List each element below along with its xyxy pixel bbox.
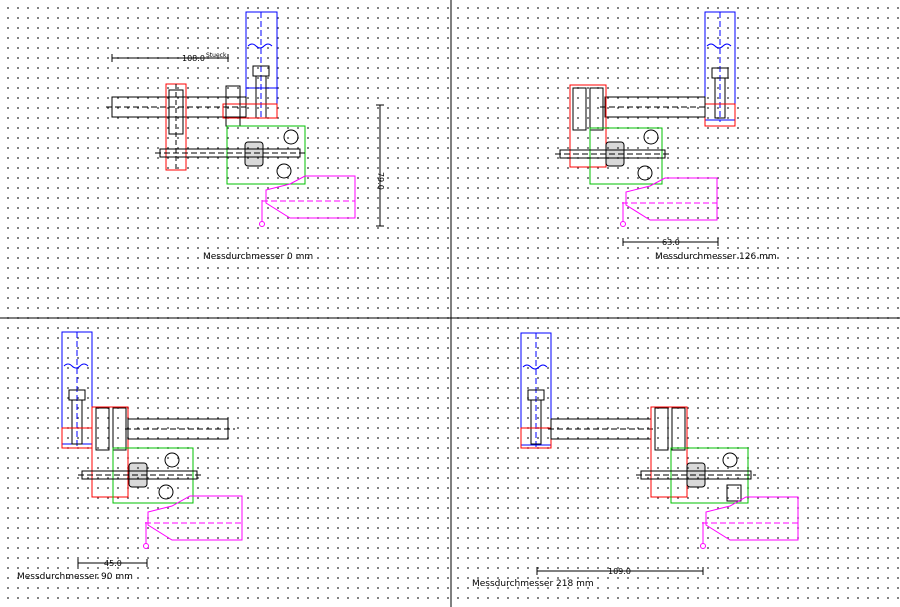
probe-tip-ball bbox=[700, 543, 706, 549]
pivot-circle bbox=[283, 129, 299, 145]
label-messdurchmesser-218: Messdurchmesser 218 mm bbox=[472, 579, 594, 589]
dim-note: Stueck bbox=[206, 52, 227, 59]
clamp-screw-2 bbox=[589, 87, 604, 131]
magenta-probe bbox=[705, 496, 799, 541]
magenta-probe bbox=[265, 175, 356, 219]
clamp-screw bbox=[654, 407, 669, 451]
pivot-circle-lower bbox=[276, 163, 292, 179]
green-arm bbox=[112, 447, 194, 504]
knob bbox=[605, 141, 625, 167]
probe-tip-ball bbox=[259, 221, 265, 227]
pivot-circle bbox=[164, 452, 180, 468]
dim-label-109: 109.0 bbox=[608, 567, 631, 576]
knob bbox=[244, 141, 264, 167]
clamp-screw bbox=[95, 407, 110, 451]
quadrant-top-right: 63.0 Messdurchmesser 126 mm bbox=[555, 11, 777, 262]
pivot-circle-lower bbox=[637, 165, 653, 181]
probe-tip-ball bbox=[143, 543, 149, 549]
blue-break-line bbox=[522, 364, 548, 370]
label-messdurchmesser-0: Messdurchmesser 0 mm bbox=[203, 252, 313, 262]
knob bbox=[686, 462, 706, 488]
pivot-circle-lower bbox=[158, 484, 174, 500]
magenta-probe bbox=[147, 495, 243, 541]
red-band bbox=[222, 103, 278, 119]
red-clamp bbox=[650, 406, 688, 498]
magenta-probe bbox=[625, 177, 718, 221]
label-messdurchmesser-90: Messdurchmesser 90 mm bbox=[17, 572, 133, 582]
dim-label-45: 45.0 bbox=[104, 559, 122, 568]
blue-break-line bbox=[706, 43, 732, 49]
green-arm bbox=[589, 127, 663, 185]
dim-label-108: 108.0 bbox=[182, 54, 205, 63]
quadrant-bottom-right: 109.0 Messdurchmesser 218 mm bbox=[472, 332, 799, 589]
probe-tip-ball bbox=[620, 221, 626, 227]
pivot-circle bbox=[722, 452, 738, 468]
small-screw bbox=[225, 85, 241, 127]
clamp-screw-2 bbox=[112, 407, 127, 451]
blue-break-line bbox=[247, 43, 273, 49]
green-arm bbox=[226, 125, 306, 185]
screw-shaft bbox=[714, 77, 726, 119]
dim-label-79: 79.0 bbox=[376, 172, 385, 190]
screw-shaft bbox=[530, 399, 542, 445]
blue-break-line bbox=[63, 363, 89, 369]
clamp-screw bbox=[572, 87, 587, 131]
screw-shaft bbox=[71, 399, 83, 445]
clamp-screw-2 bbox=[671, 407, 686, 451]
pivot-square bbox=[726, 484, 742, 502]
knob bbox=[128, 462, 148, 488]
dim-label-63: 63.0 bbox=[662, 238, 680, 247]
quadrant-top-left: 108.0 Stueck 79.0 Messdurchmesser 0 mm bbox=[106, 11, 385, 262]
red-clamp bbox=[91, 406, 129, 498]
red-clamp bbox=[569, 84, 607, 168]
quadrant-bottom-left: 45.0 Messdurchmesser 90 mm bbox=[17, 331, 243, 582]
pivot-circle bbox=[643, 129, 659, 145]
label-messdurchmesser-126: Messdurchmesser 126 mm bbox=[655, 252, 777, 262]
